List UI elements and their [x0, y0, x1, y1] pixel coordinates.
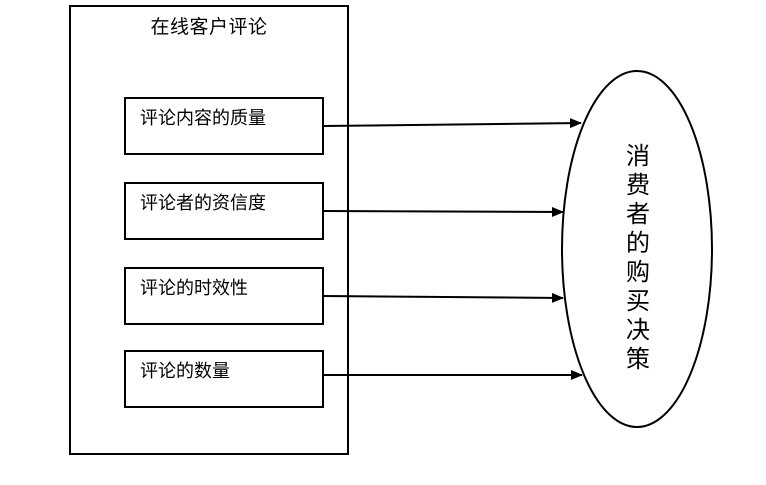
review-group-title: 在线客户评论	[150, 16, 268, 38]
factor-box-quantity: 评论的数量	[124, 350, 324, 408]
arrow-credibility-to-decision	[323, 206, 564, 217]
arrow-timeliness-to-decision	[323, 292, 564, 303]
purchase-decision-label: 消费者的购买决策	[626, 142, 650, 373]
factor-box-content-quality: 评论内容的质量	[124, 97, 324, 155]
factor-label: 评论的数量	[140, 361, 230, 382]
factor-label: 评论者的资信度	[140, 193, 266, 214]
arrow-content-quality-to-decision	[323, 118, 582, 129]
factor-label: 评论内容的质量	[140, 108, 266, 129]
factor-box-reviewer-credibility: 评论者的资信度	[124, 182, 324, 240]
purchase-decision-ellipse	[561, 70, 713, 428]
factor-box-timeliness: 评论的时效性	[124, 267, 324, 325]
review-group-frame	[69, 5, 349, 455]
factor-label: 评论的时效性	[140, 278, 248, 299]
